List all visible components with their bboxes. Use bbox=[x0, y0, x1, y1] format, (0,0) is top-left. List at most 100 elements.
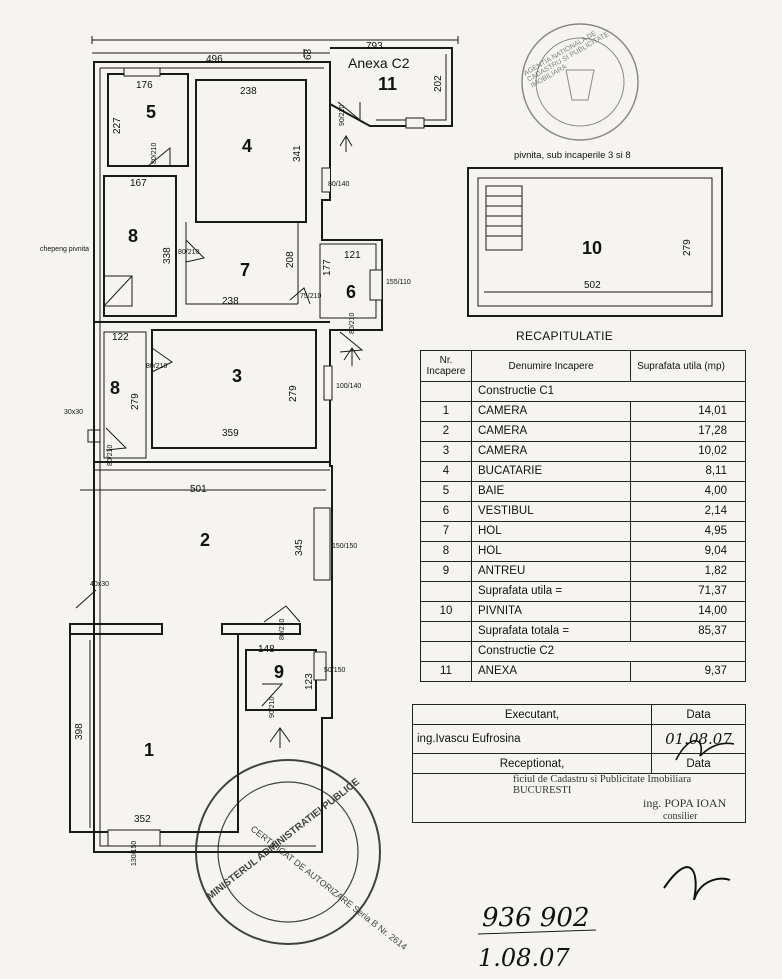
row-name: ANTREU bbox=[471, 561, 631, 582]
room-4-number: 4 bbox=[242, 136, 252, 156]
dim-238-bottom: 238 bbox=[222, 296, 239, 307]
official-name: ing. POPA IOAN bbox=[643, 796, 727, 810]
row-name: CAMERA bbox=[471, 421, 631, 442]
window-label-room2: 150/150 bbox=[332, 543, 357, 550]
door-label-room7: 75/210 bbox=[300, 293, 322, 300]
room-7-number: 7 bbox=[240, 260, 250, 280]
total-area-row: Suprafata totala =85,37 bbox=[420, 621, 746, 642]
section-c1: Constructie C1 bbox=[471, 381, 746, 402]
ministry-stamp: CERTIFICAT DE AUTORIZARE Seria B Nr. 261… bbox=[195, 759, 409, 952]
row-nr: 11 bbox=[420, 661, 472, 682]
room-1-number: 1 bbox=[144, 740, 154, 760]
dim-341: 341 bbox=[292, 145, 303, 162]
room-6-number: 6 bbox=[346, 282, 356, 302]
useful-area-label: Suprafata utila = bbox=[471, 581, 631, 602]
dim-279-basement: 279 bbox=[682, 239, 693, 256]
recap-table: Nr. Incapere Denumire Incapere Suprafata… bbox=[420, 350, 746, 682]
door-label-room2: 80/210 bbox=[279, 618, 286, 640]
row-nr: 4 bbox=[420, 461, 472, 482]
dim-177: 177 bbox=[322, 259, 333, 276]
row-nr: 2 bbox=[420, 421, 472, 442]
dim-338: 338 bbox=[162, 247, 173, 264]
dim-501: 501 bbox=[190, 484, 207, 495]
annex-title: Anexa C2 bbox=[348, 55, 410, 71]
dim-238-top: 238 bbox=[240, 86, 257, 97]
date-label: Data bbox=[651, 704, 746, 725]
vent-label-30x30: 30x30 bbox=[64, 409, 83, 416]
executant-label: Executant, bbox=[412, 704, 652, 725]
row-area: 14,00 bbox=[630, 601, 746, 622]
header-name: Denumire Incapere bbox=[471, 350, 631, 382]
row-area: 4,00 bbox=[630, 481, 746, 502]
row-nr: 3 bbox=[420, 441, 472, 462]
agency-stamp bbox=[521, 23, 639, 141]
window-label-room1: 130/150 bbox=[131, 841, 138, 866]
vent-label-40x30: 40x30 bbox=[90, 581, 109, 588]
signature-mark bbox=[663, 866, 731, 901]
handwritten-notes: 936 902 1.08.07 bbox=[477, 740, 735, 972]
handwritten-number: 936 902 bbox=[482, 903, 590, 933]
ministry-stamp-text: MINISTERUL ADMINISTRATIEI PUBLICE bbox=[205, 776, 362, 902]
dim-68: 68 bbox=[303, 48, 314, 60]
row-name: CAMERA bbox=[471, 401, 631, 422]
dim-793: 793 bbox=[366, 41, 383, 52]
signature-table: Executant, Data ing.Ivascu Eufrosina 01.… bbox=[412, 704, 746, 823]
row-name: VESTIBUL bbox=[471, 501, 631, 522]
room-5-number: 5 bbox=[146, 102, 156, 122]
useful-area-row: Suprafata utila =71,37 bbox=[420, 581, 746, 602]
door-label-room9: 90/210 bbox=[269, 696, 276, 718]
dim-496: 496 bbox=[206, 54, 223, 65]
row-area: 14,01 bbox=[630, 401, 746, 422]
row-name: HOL bbox=[471, 521, 631, 542]
dim-122: 122 bbox=[112, 332, 129, 343]
dim-202: 202 bbox=[433, 75, 444, 92]
date-label-2: Data bbox=[651, 753, 746, 774]
row-area: 1,82 bbox=[630, 561, 746, 582]
dim-123: 123 bbox=[304, 673, 315, 690]
row-name: BAIE bbox=[471, 481, 631, 502]
dim-359: 359 bbox=[222, 428, 239, 439]
basement-caption: pivnita, sub incaperile 3 si 8 bbox=[514, 150, 631, 161]
row-area: 8,11 bbox=[630, 461, 746, 482]
dim-279-room3: 279 bbox=[288, 385, 299, 402]
dim-167: 167 bbox=[130, 178, 147, 189]
total-area-label: Suprafata totala = bbox=[471, 621, 631, 642]
room-8-bottom-number: 8 bbox=[110, 378, 120, 398]
room-10-number: 10 bbox=[582, 238, 602, 258]
section-c2: Constructie C2 bbox=[471, 641, 746, 662]
row-name: ANEXA bbox=[471, 661, 631, 682]
door-label-room5: 80/210 bbox=[151, 142, 158, 164]
row-name: BUCATARIE bbox=[471, 461, 631, 482]
building-walls bbox=[69, 36, 459, 853]
header-area: Suprafata utila (mp) bbox=[630, 350, 746, 382]
useful-area-value: 71,37 bbox=[630, 581, 746, 602]
window-label-room3: 100/140 bbox=[336, 383, 361, 390]
office-text: ficiul de Cadastru si Publicitate Imobil… bbox=[513, 774, 692, 796]
row-nr: 6 bbox=[420, 501, 472, 522]
dim-148: 148 bbox=[258, 644, 275, 655]
row-nr: 8 bbox=[420, 541, 472, 562]
dim-208: 208 bbox=[285, 251, 296, 268]
dim-279-room8: 279 bbox=[130, 393, 141, 410]
door-label-annex: 90/210 bbox=[339, 104, 346, 126]
total-area-value: 85,37 bbox=[630, 621, 746, 642]
dim-121: 121 bbox=[344, 250, 361, 261]
room-numbers: 5 4 8 7 6 3 8 2 9 1 10 11 Anexa C2 bbox=[110, 55, 602, 760]
row-area: 10,02 bbox=[630, 441, 746, 462]
hatch-label: chepeng pivnita bbox=[40, 246, 89, 253]
dim-352: 352 bbox=[134, 814, 151, 825]
row-area: 9,37 bbox=[630, 661, 746, 682]
dim-502: 502 bbox=[584, 280, 601, 291]
door-label-room6: 80/210 bbox=[349, 312, 356, 334]
dim-227: 227 bbox=[112, 117, 123, 134]
